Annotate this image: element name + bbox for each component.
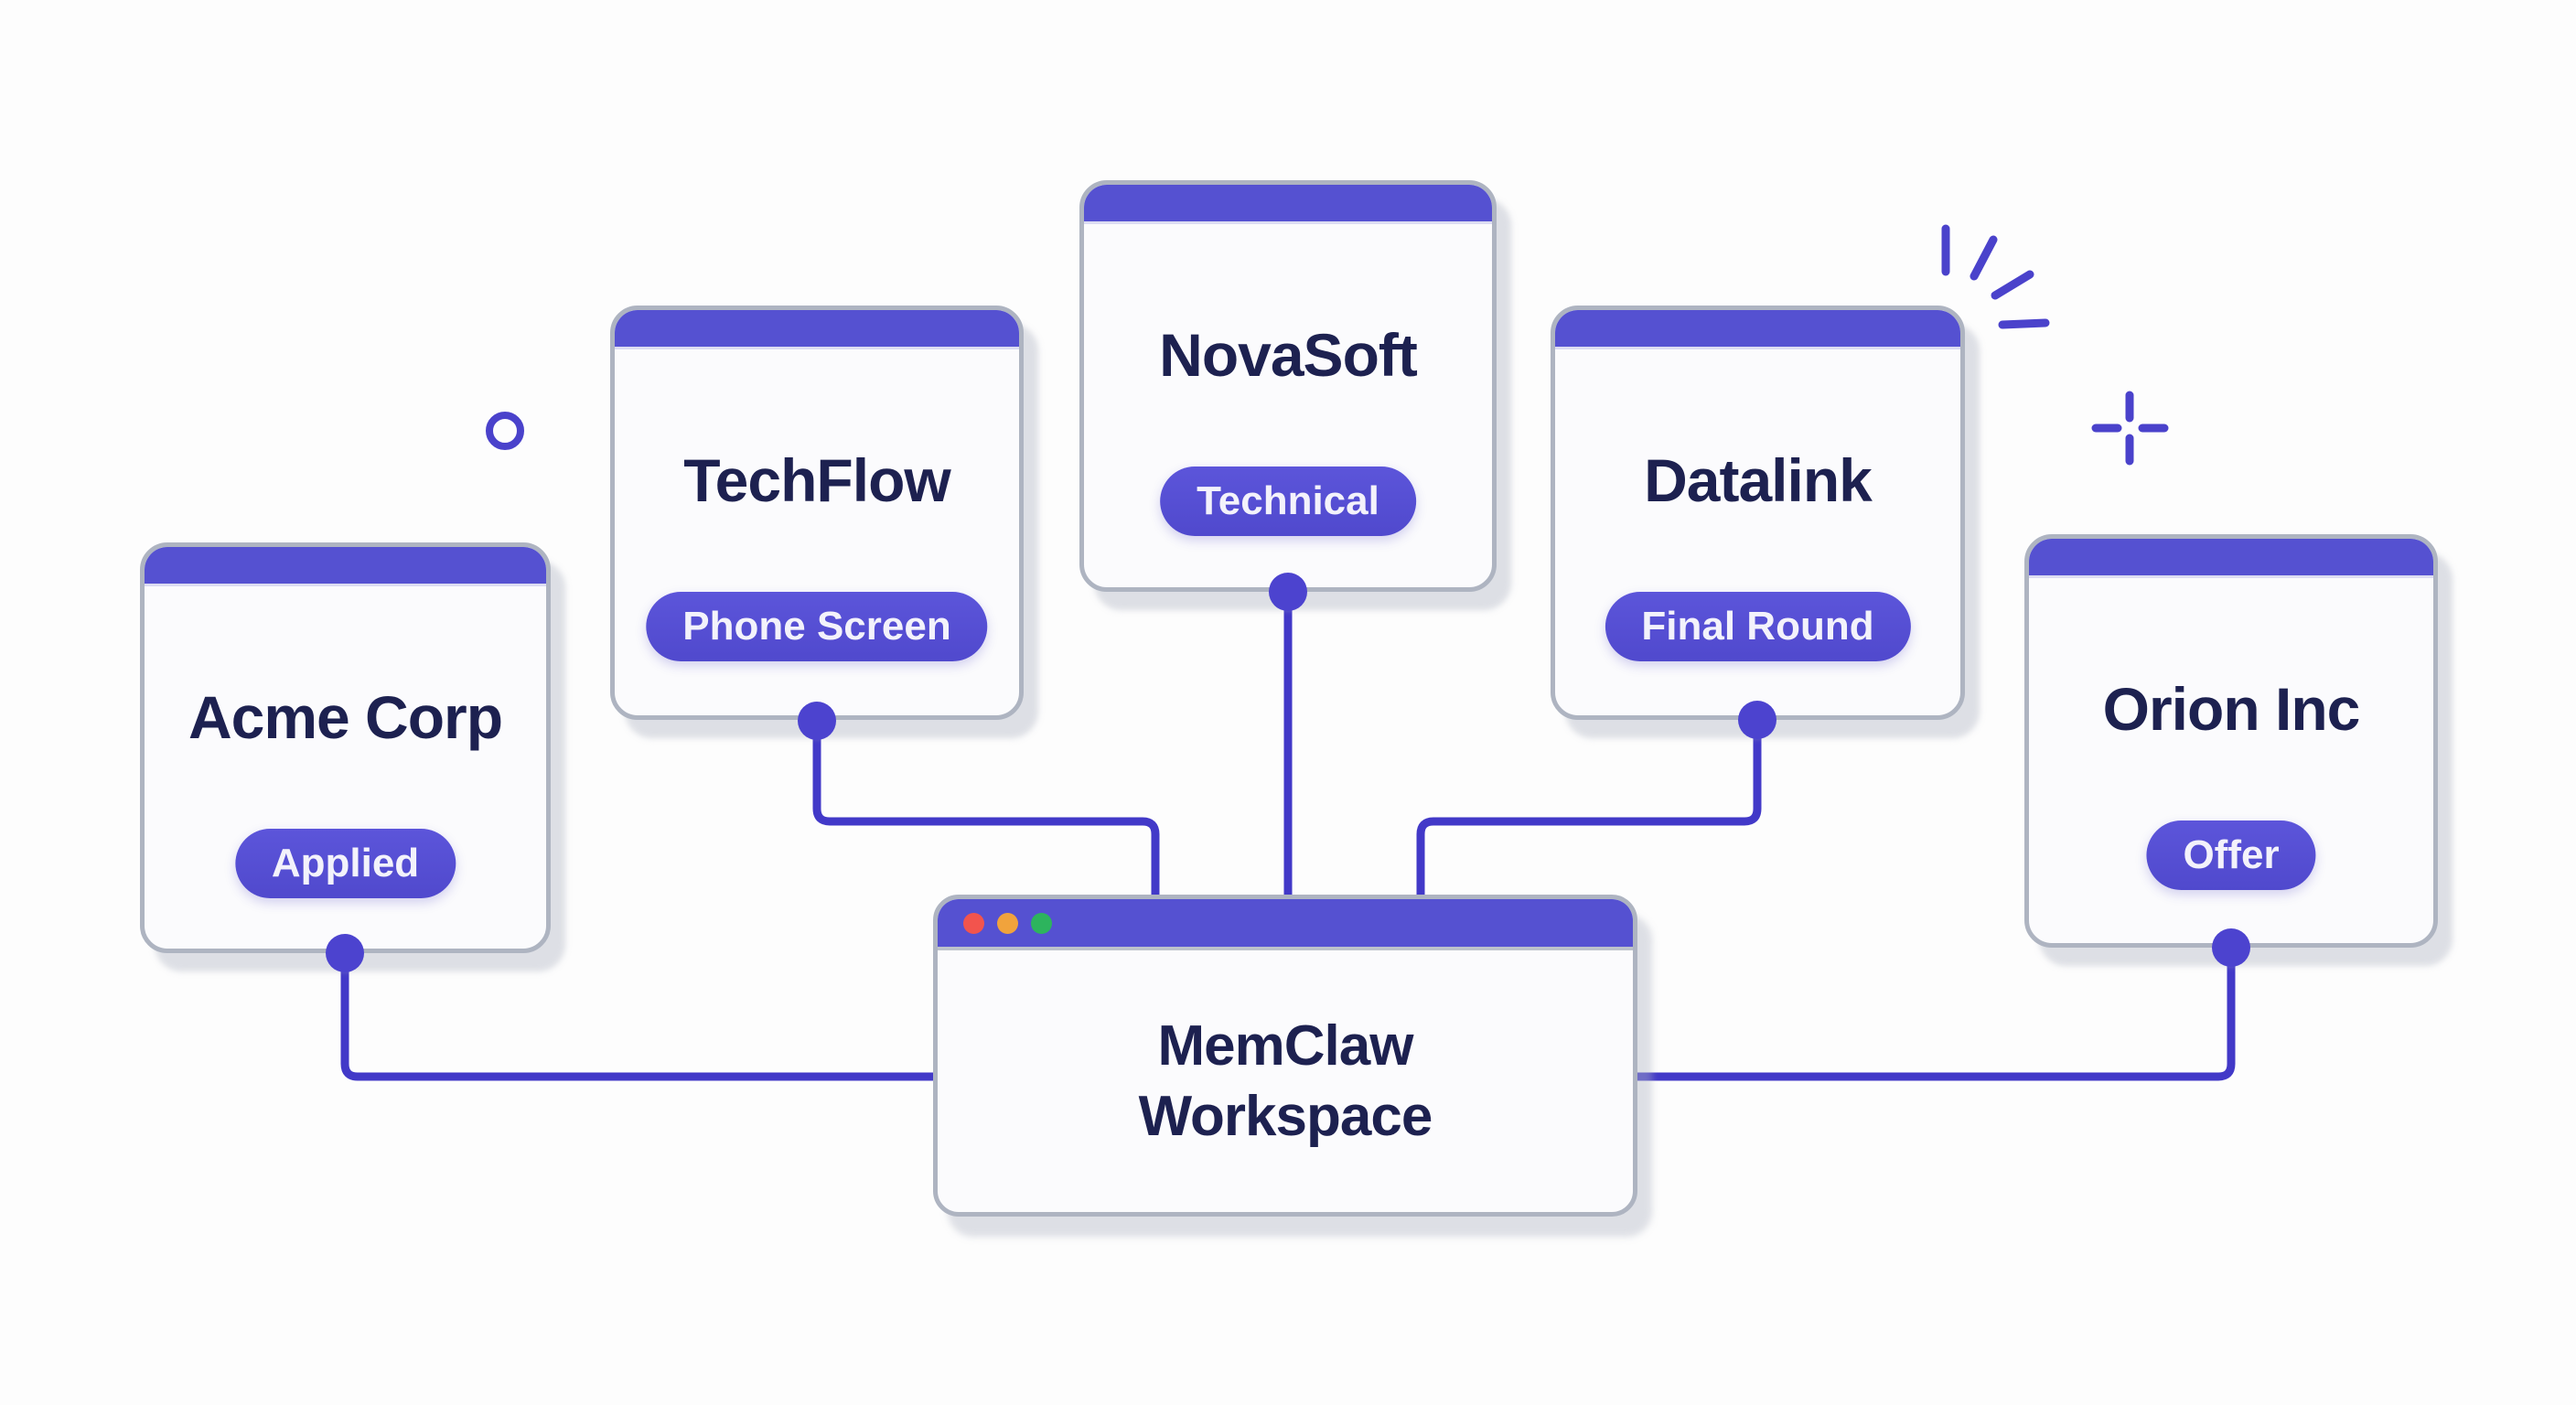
workspace-title-line2: Workspace bbox=[1138, 1085, 1433, 1148]
card-header-bar bbox=[1084, 185, 1492, 224]
workspace-titlebar bbox=[938, 899, 1633, 950]
company-name: NovaSoft bbox=[1159, 321, 1418, 389]
card-techflow[interactable]: TechFlow Phone Screen bbox=[610, 306, 1024, 720]
company-name: TechFlow bbox=[683, 446, 950, 514]
close-button[interactable] bbox=[963, 913, 984, 934]
status-badge: Technical bbox=[1160, 467, 1416, 536]
minimize-button[interactable] bbox=[997, 913, 1018, 934]
status-badge: Offer bbox=[2146, 820, 2316, 890]
workspace-title: MemClaw Workspace bbox=[1139, 1011, 1433, 1152]
card-datalink[interactable]: Datalink Final Round bbox=[1551, 306, 1965, 720]
card-acme-corp[interactable]: Acme Corp Applied bbox=[140, 542, 551, 953]
workspace-title-line1: MemClaw bbox=[1157, 1014, 1414, 1078]
connector-datalink-to-workspace bbox=[1416, 715, 1762, 905]
maximize-button[interactable] bbox=[1031, 913, 1052, 934]
connector-techflow-to-workspace bbox=[812, 716, 1160, 905]
status-badge: Phone Screen bbox=[646, 592, 988, 661]
card-novasoft[interactable]: NovaSoft Technical bbox=[1079, 180, 1497, 592]
status-badge: Applied bbox=[234, 829, 456, 898]
card-header-bar bbox=[1555, 310, 1960, 349]
company-name: Orion Inc bbox=[2102, 675, 2361, 743]
status-badge: Final Round bbox=[1605, 592, 1911, 661]
company-name: Acme Corp bbox=[188, 683, 503, 751]
card-header-bar bbox=[2029, 539, 2433, 578]
card-header-bar bbox=[615, 310, 1019, 349]
workspace-body: MemClaw Workspace bbox=[938, 950, 1633, 1212]
card-header-bar bbox=[145, 547, 546, 586]
company-name: Datalink bbox=[1644, 446, 1873, 514]
connector-acme-to-workspace bbox=[340, 949, 943, 1081]
memclaw-workspace-window[interactable]: MemClaw Workspace bbox=[933, 895, 1637, 1217]
card-orion-inc[interactable]: Orion Inc Offer bbox=[2024, 534, 2438, 948]
connector-orion-to-workspace bbox=[1627, 943, 2236, 1081]
